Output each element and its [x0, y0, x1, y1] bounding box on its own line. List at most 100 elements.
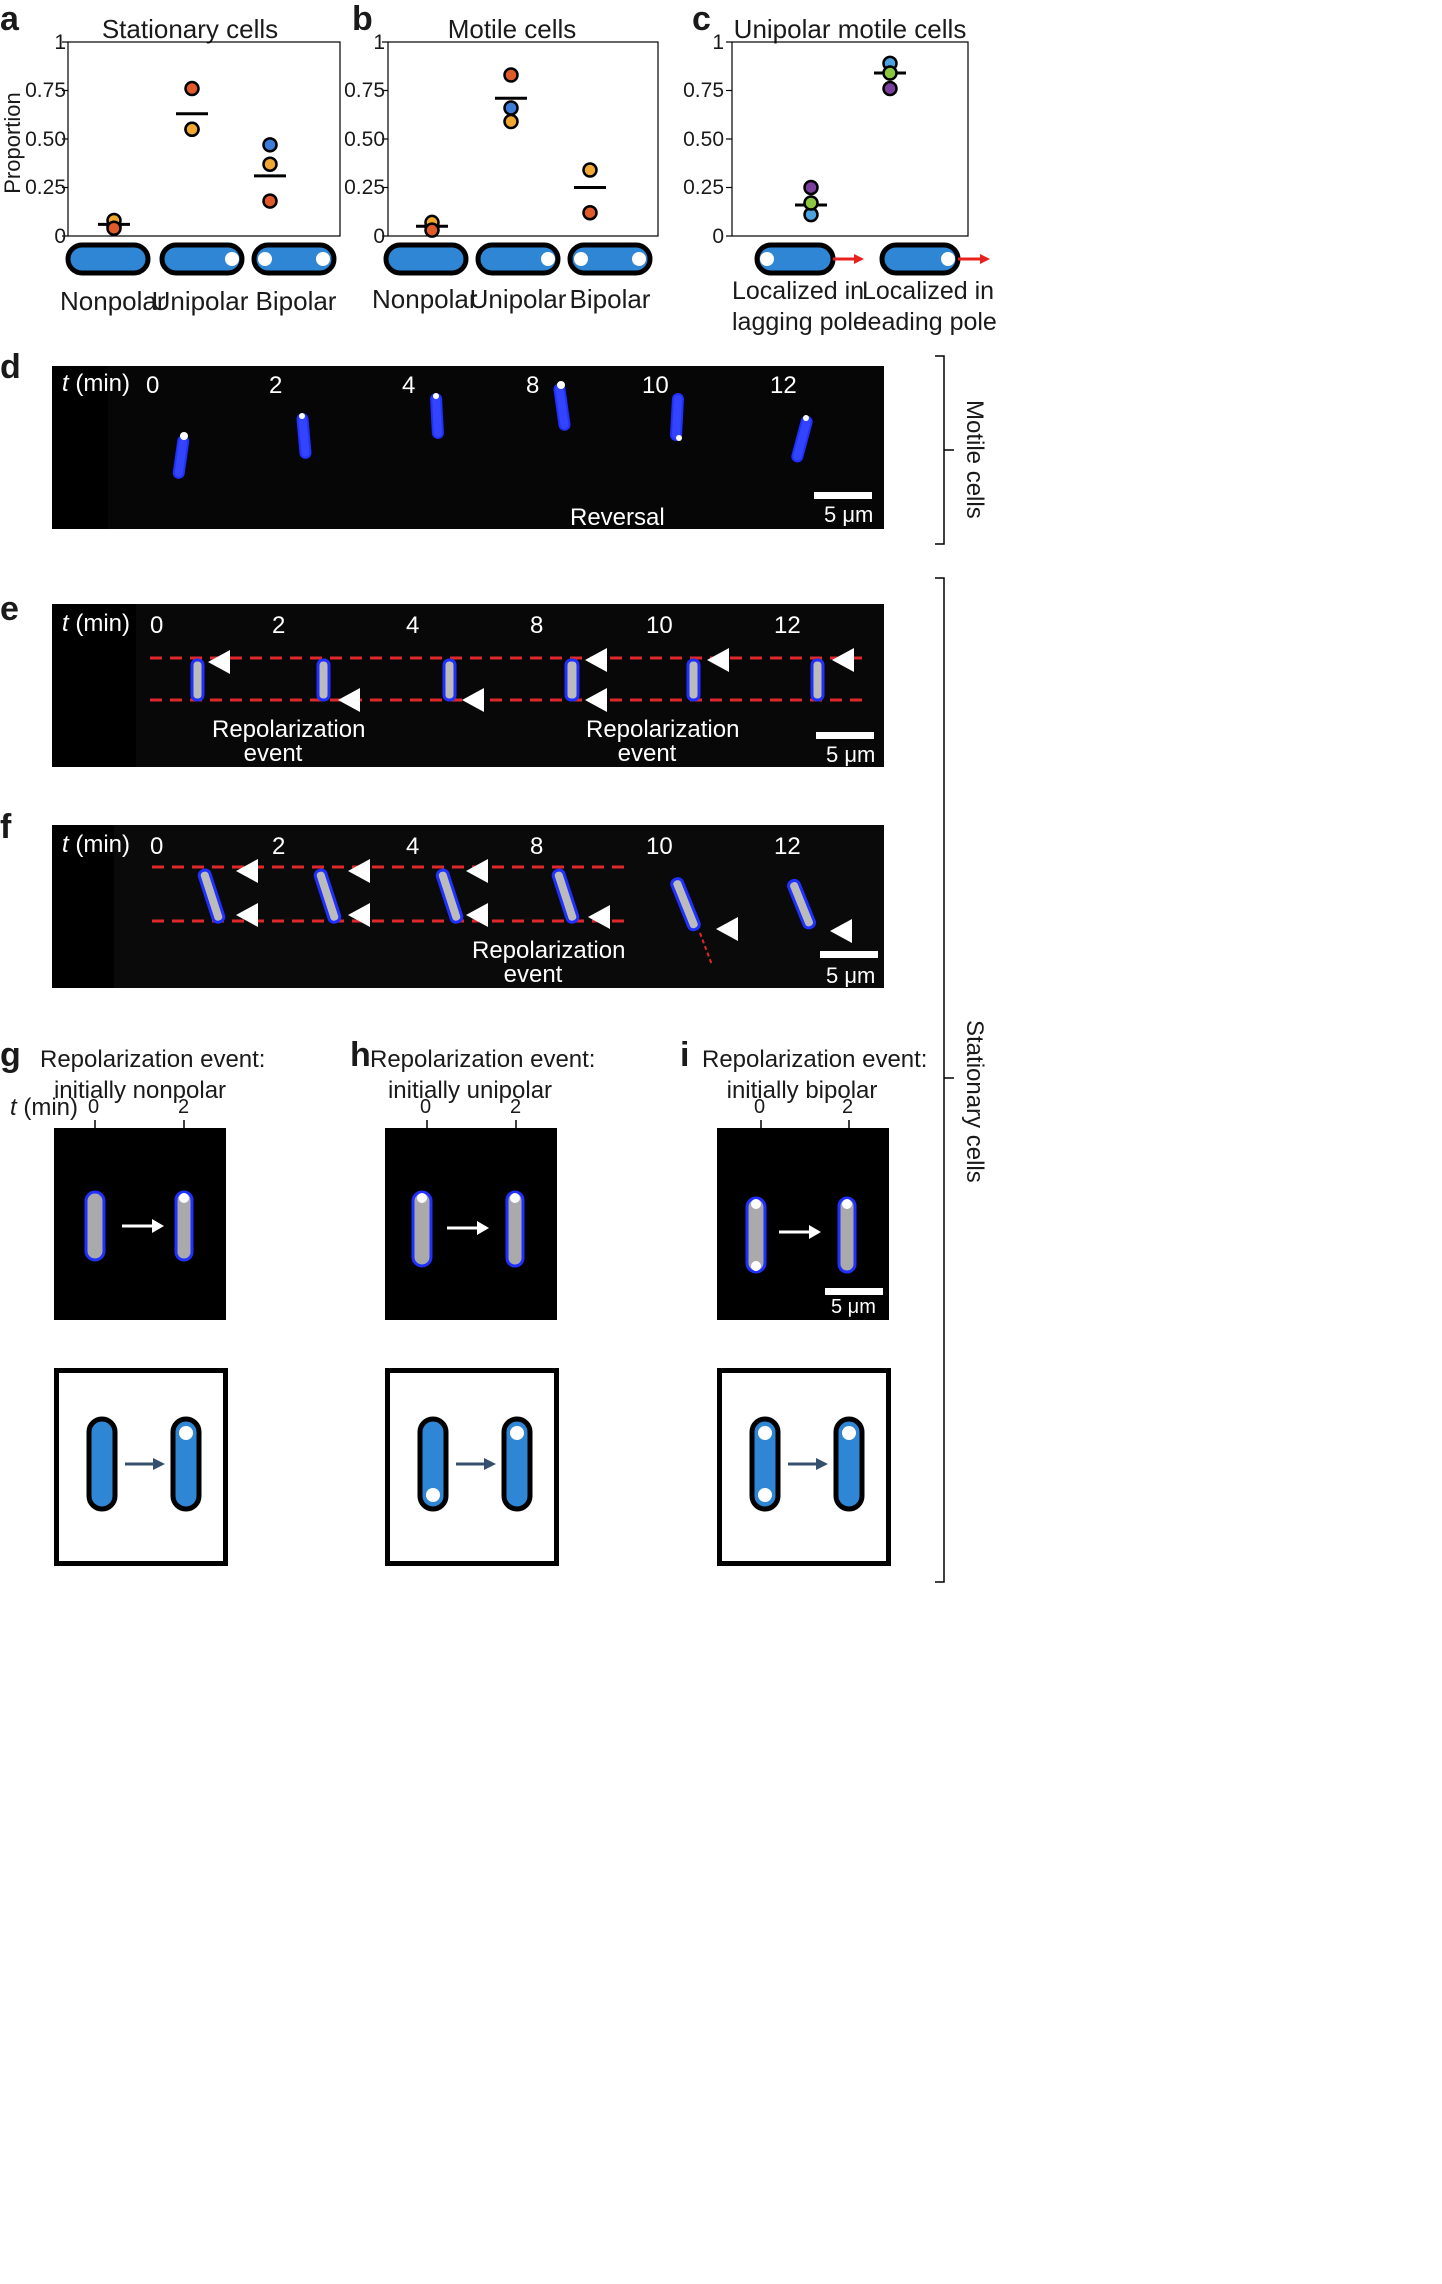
f-time-10: 10 [646, 833, 673, 860]
h-t0: 0 [420, 1096, 432, 1118]
d-scalebar [814, 492, 872, 499]
ytick-c-0: 0 [712, 225, 724, 248]
i-t0: 0 [754, 1096, 766, 1118]
ytick-a-050: 0.50 [25, 128, 66, 151]
cell-icon-nonpolar-a [65, 242, 151, 276]
timelapse-f: t (min) 0 2 4 8 10 12 Repolarization eve… [52, 825, 884, 988]
panel-label-g: g [0, 1036, 21, 1074]
g-micrograph-svg [84, 1190, 194, 1262]
side-label-motile: Motile cells [961, 400, 988, 519]
d-t-unit: (min) [68, 370, 130, 397]
data-point [184, 80, 200, 97]
cell-icon-bipolar-b [567, 242, 653, 276]
g-title-line2: initially nonpolar [53, 1077, 227, 1104]
d-time-10: 10 [642, 372, 669, 399]
plot-frame [67, 41, 341, 237]
d-time-label: t (min) [62, 370, 130, 398]
g-t-italic: t [10, 1094, 17, 1121]
f-event-line2: event [503, 961, 563, 988]
e-time-0: 0 [150, 612, 164, 639]
h-micrograph-svg [411, 1190, 525, 1268]
data-point [882, 80, 898, 97]
e-scalebar [816, 732, 874, 739]
cat-c-leading-line1: Localized in [862, 277, 995, 305]
cat-c-lagging: Localized in lagging pole [732, 276, 867, 338]
data-point [803, 179, 819, 196]
cat-b-bipolar: Bipolar [569, 284, 651, 314]
cat-b-nonpolar: Nonpolar [372, 284, 478, 314]
f-time-label: t (min) [62, 831, 130, 859]
ytick-c-025: 0.25 [683, 176, 724, 199]
data-point [582, 204, 598, 221]
g-time-label: t (min) [10, 1094, 78, 1122]
chart-c-title: Unipolar motile cells [733, 14, 967, 44]
i-micrograph: 5 μm [717, 1128, 889, 1320]
cell-icon-leading [879, 242, 990, 276]
g-schematic [54, 1368, 228, 1566]
f-event-label: Repolarization event [472, 937, 626, 988]
d-time-2: 2 [269, 372, 283, 399]
data-point [503, 113, 519, 130]
h-title-line2: initially unipolar [387, 1077, 553, 1104]
e-event-1-line1: Repolarization [212, 716, 366, 743]
e-time-2: 2 [272, 612, 286, 639]
timelapse-e-cells [52, 604, 866, 767]
chart-b [382, 41, 659, 238]
h-micrograph [385, 1128, 557, 1320]
cell-icon-bipolar-a [251, 242, 337, 276]
h-t1: 2 [510, 1096, 522, 1118]
d-time-12: 12 [770, 372, 797, 399]
d-time-0: 0 [146, 372, 160, 399]
e-time-10: 10 [646, 612, 673, 639]
e-event-label-2: Repolarization event [586, 716, 740, 767]
e-scalebar-label: 5 μm [826, 742, 876, 767]
panel-label-h: h [350, 1036, 371, 1074]
d-scalebar-label: 5 μm [824, 502, 874, 527]
f-t-unit: (min) [68, 831, 130, 858]
panel-label-e: e [0, 590, 19, 628]
g-title: Repolarization event: initially nonpolar [40, 1044, 265, 1106]
cat-a-bipolar: Bipolar [255, 286, 337, 316]
h-schematic-svg [417, 1416, 533, 1512]
f-time-0: 0 [150, 833, 164, 860]
e-event-2-line2: event [617, 740, 677, 767]
chart-a [62, 41, 341, 237]
f-time-8: 8 [530, 833, 544, 860]
data-point [803, 195, 819, 211]
data-point [262, 193, 278, 209]
e-event-2-line1: Repolarization [586, 716, 740, 743]
ytick-a-025: 0.25 [25, 176, 66, 199]
h-schematic [385, 1368, 559, 1566]
side-brackets [935, 355, 954, 1583]
ytick-c-050: 0.50 [683, 128, 724, 151]
f-scalebar-label: 5 μm [826, 963, 876, 988]
cat-c-lagging-line2: lagging pole [732, 308, 867, 336]
h-title: Repolarization event: initially unipolar [370, 1044, 595, 1106]
g-t0: 0 [88, 1096, 100, 1118]
g-t1: 2 [178, 1096, 190, 1118]
cell-icon-nonpolar-b [383, 242, 469, 276]
ghi-ticks [94, 1120, 850, 1128]
plot-frame [387, 41, 659, 237]
f-event-line1: Repolarization [472, 937, 626, 964]
ytick-b-025: 0.25 [344, 176, 385, 199]
ytick-c-1: 1 [712, 31, 724, 54]
chart-b-title: Motile cells [447, 14, 577, 44]
data-point [262, 156, 278, 172]
panel-label-d: d [0, 348, 21, 386]
d-t-italic: t [62, 370, 69, 397]
e-time-label: t (min) [62, 610, 130, 638]
data-point [424, 222, 440, 238]
e-time-4: 4 [406, 612, 420, 639]
i-schematic [717, 1368, 891, 1566]
f-scalebar [820, 951, 878, 958]
data-point [882, 65, 898, 81]
data-point [106, 220, 122, 236]
panel-label-a: a [0, 0, 19, 38]
data-point [503, 67, 519, 83]
ytick-a-0: 0 [54, 225, 66, 248]
timelapse-d: t (min) 0 2 4 8 10 12 Reversal 5 μm [52, 366, 884, 529]
ytick-b-0: 0 [373, 225, 385, 248]
ytick-a-1: 1 [54, 31, 66, 54]
data-point [184, 121, 200, 138]
